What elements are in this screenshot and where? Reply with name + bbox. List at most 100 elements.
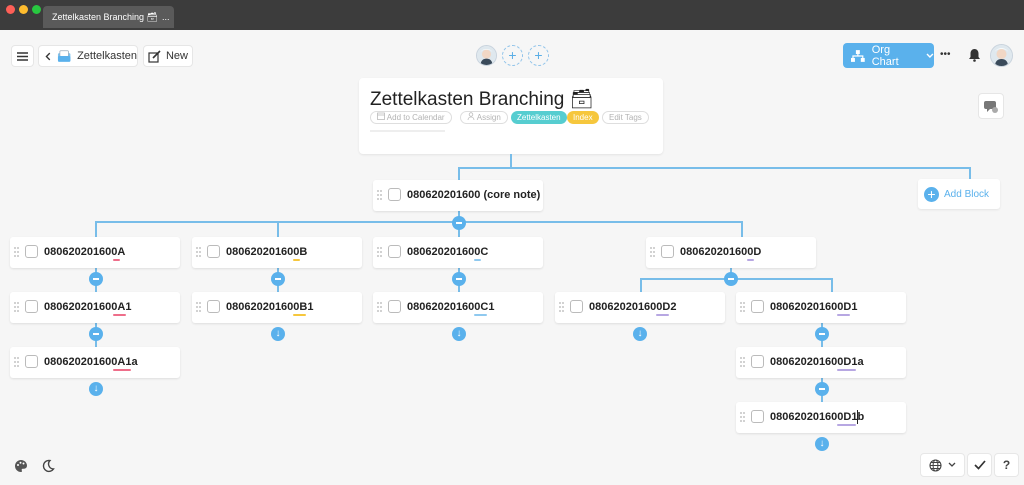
close-window-button[interactable] <box>6 5 15 14</box>
drag-handle-icon[interactable] <box>196 302 201 312</box>
card-D1a[interactable]: 080620201600D1a <box>736 347 906 378</box>
expand-button-B1[interactable]: ↓ <box>271 327 285 341</box>
expand-button-D1b[interactable]: ↓ <box>815 437 829 451</box>
card-label[interactable]: 080620201600D1 <box>770 301 858 313</box>
card-A1[interactable]: 080620201600A1 <box>10 292 180 323</box>
add-collaborator-button-2[interactable]: + <box>528 45 549 66</box>
check-button[interactable] <box>967 453 992 477</box>
card-D2[interactable]: 080620201600D2 <box>555 292 725 323</box>
card-A[interactable]: 080620201600A <box>10 237 180 268</box>
card-checkbox[interactable] <box>25 300 38 313</box>
card-A1a[interactable]: 080620201600A1a <box>10 347 180 378</box>
add-collaborator-button[interactable]: + <box>502 45 523 66</box>
drag-handle-icon[interactable] <box>740 302 745 312</box>
card-C1[interactable]: 080620201600C1 <box>373 292 543 323</box>
notifications-button[interactable] <box>968 48 982 62</box>
branch-color-underline <box>474 314 487 316</box>
drag-handle-icon[interactable] <box>14 357 19 367</box>
branch-color-underline <box>837 424 856 426</box>
card-label[interactable]: 080620201600C1 <box>407 301 495 313</box>
card-checkbox[interactable] <box>751 355 764 368</box>
collapse-button-A1[interactable] <box>89 327 103 341</box>
drag-handle-icon[interactable] <box>559 302 564 312</box>
expand-button-A1a[interactable]: ↓ <box>89 382 103 396</box>
card-checkbox[interactable] <box>25 245 38 258</box>
menu-button[interactable] <box>11 45 34 67</box>
drag-handle-icon[interactable] <box>377 247 382 257</box>
card-checkbox[interactable] <box>388 245 401 258</box>
card-label[interactable]: 080620201600D1b <box>770 411 865 423</box>
view-switcher-button[interactable]: Org Chart <box>843 43 934 68</box>
card-D1[interactable]: 080620201600D1 <box>736 292 906 323</box>
window-tab[interactable]: Zettelkasten Branching 🗃... <box>43 6 174 28</box>
tag-zettelkasten[interactable]: Zettelkasten <box>511 111 567 124</box>
minimize-window-button[interactable] <box>19 5 28 14</box>
card-label[interactable]: 080620201600B1 <box>226 301 314 313</box>
card-D1b[interactable]: 080620201600D1b <box>736 402 906 433</box>
collapse-button-D[interactable] <box>724 272 738 286</box>
card-checkbox[interactable] <box>25 355 38 368</box>
page-title[interactable]: Zettelkasten Branching 🗃 <box>370 89 594 110</box>
expand-button-C1[interactable]: ↓ <box>452 327 466 341</box>
collapse-button-A[interactable] <box>89 272 103 286</box>
card-root[interactable]: 080620201600 (core note) <box>373 180 543 211</box>
language-button[interactable] <box>920 453 965 477</box>
card-label[interactable]: 080620201600 (core note) <box>407 189 541 201</box>
drag-handle-icon[interactable] <box>196 247 201 257</box>
card-B[interactable]: 080620201600B <box>192 237 362 268</box>
edit-tags-button[interactable]: Edit Tags <box>602 111 649 124</box>
card-checkbox[interactable] <box>207 300 220 313</box>
card-checkbox[interactable] <box>751 410 764 423</box>
card-label[interactable]: 080620201600D1a <box>770 356 864 368</box>
card-label[interactable]: 080620201600A1a <box>44 356 138 368</box>
drag-handle-icon[interactable] <box>14 247 19 257</box>
drag-handle-icon[interactable] <box>14 302 19 312</box>
theme-button[interactable] <box>36 455 59 477</box>
card-label[interactable]: 080620201600D2 <box>589 301 677 313</box>
add-to-calendar-label: Add to Calendar <box>386 113 445 122</box>
collapse-button-C[interactable] <box>452 272 466 286</box>
collapse-button-D1[interactable] <box>815 327 829 341</box>
palette-button[interactable] <box>9 455 32 477</box>
collapse-button-D1a[interactable] <box>815 382 829 396</box>
card-C[interactable]: 080620201600C <box>373 237 543 268</box>
drag-handle-icon[interactable] <box>377 190 382 200</box>
chevron-down-icon <box>926 53 934 58</box>
new-note-icon <box>148 49 161 63</box>
more-options-button[interactable]: ••• <box>940 49 951 60</box>
window-tab-more: ... <box>161 12 170 22</box>
card-label[interactable]: 080620201600B <box>226 246 308 258</box>
new-button[interactable]: New <box>143 45 193 67</box>
card-checkbox[interactable] <box>570 300 583 313</box>
card-B1[interactable]: 080620201600B1 <box>192 292 362 323</box>
collapse-button-B[interactable] <box>271 272 285 286</box>
drag-handle-icon[interactable] <box>740 412 745 422</box>
card-checkbox[interactable] <box>751 300 764 313</box>
tag-index[interactable]: Index <box>567 111 599 124</box>
card-label[interactable]: 080620201600D <box>680 246 762 258</box>
card-D[interactable]: 080620201600D <box>646 237 816 268</box>
user-avatar[interactable] <box>476 45 497 66</box>
card-checkbox[interactable] <box>388 300 401 313</box>
collapse-button-root[interactable] <box>452 216 466 230</box>
add-to-calendar-button[interactable]: Add to Calendar <box>370 111 452 124</box>
drag-handle-icon[interactable] <box>377 302 382 312</box>
help-button[interactable]: ? <box>994 453 1019 477</box>
drag-handle-icon[interactable] <box>650 247 655 257</box>
card-label[interactable]: 080620201600C <box>407 246 489 258</box>
card-checkbox[interactable] <box>661 245 674 258</box>
card-checkbox[interactable] <box>388 188 401 201</box>
workspace-breadcrumb-button[interactable]: Zettelkasten <box>38 45 138 67</box>
account-avatar[interactable] <box>990 44 1013 67</box>
chevron-left-icon <box>45 52 51 60</box>
expand-button-D2[interactable]: ↓ <box>633 327 647 341</box>
inbox-tray-icon <box>57 49 71 62</box>
drag-handle-icon[interactable] <box>740 357 745 367</box>
card-label[interactable]: 080620201600A1 <box>44 301 132 313</box>
comments-button[interactable] <box>978 93 1004 119</box>
zoom-window-button[interactable] <box>32 5 41 14</box>
card-checkbox[interactable] <box>207 245 220 258</box>
add-block-button[interactable]: + Add Block <box>918 179 1000 209</box>
assign-button[interactable]: Assign <box>460 111 508 124</box>
card-label[interactable]: 080620201600A <box>44 246 126 258</box>
